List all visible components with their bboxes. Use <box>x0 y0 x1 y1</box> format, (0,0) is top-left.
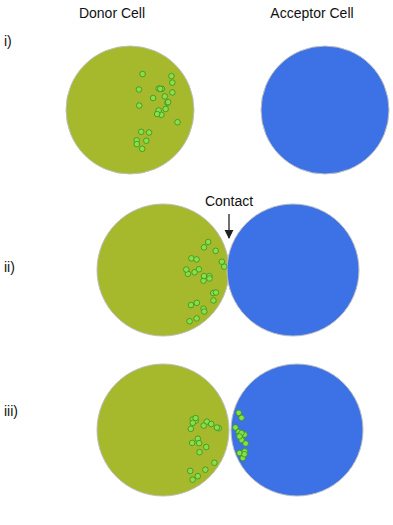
vesicle-dot <box>208 421 214 427</box>
vesicle-dot <box>157 86 163 92</box>
vesicle-dot <box>187 468 193 474</box>
vesicle-dot <box>144 138 150 144</box>
vesicle-dot <box>165 99 171 105</box>
vesicle-dot <box>201 423 207 429</box>
vesicle-dot <box>203 444 209 450</box>
vesicle-dot <box>165 100 171 106</box>
vesicle-dot <box>170 90 176 96</box>
vesicle-dot <box>138 129 144 135</box>
panel-number: ii) <box>4 260 15 275</box>
vesicle-dot <box>201 309 207 315</box>
column-heading: Acceptor Cell <box>270 6 353 21</box>
vesicle-dot <box>150 95 156 101</box>
vesicle-dot <box>175 119 181 125</box>
vesicle-dot <box>187 318 193 324</box>
vesicle-dot <box>195 473 201 479</box>
vesicle-dot <box>188 426 194 432</box>
vesicle-dot <box>194 316 200 322</box>
vesicle-dot <box>189 440 195 446</box>
vesicle-dot <box>213 248 219 254</box>
vesicle-dot <box>237 434 243 440</box>
donor-cell <box>97 204 229 336</box>
vesicle-dot <box>243 441 249 447</box>
vesicle-dot <box>134 141 140 147</box>
vesicle-dot <box>162 94 168 100</box>
vesicle-dot <box>189 256 195 262</box>
vesicle-dot <box>154 111 160 117</box>
vesicle-dot <box>136 103 142 109</box>
vesicle-dot <box>188 302 194 308</box>
vesicle-dot <box>242 451 248 457</box>
panel-number: i) <box>4 34 12 49</box>
vesicle-dot <box>214 425 220 431</box>
contact-arrow <box>228 214 229 238</box>
vesicle-dot <box>205 239 211 245</box>
vesicle-dot <box>190 477 196 483</box>
vesicle-dot <box>136 87 142 93</box>
vesicle-dot <box>207 276 213 282</box>
vesicle-dot <box>201 273 207 279</box>
contact-label: Contact <box>205 194 253 209</box>
donor-cell <box>97 364 229 496</box>
vesicle-dot <box>194 300 200 306</box>
vesicle-dot <box>212 460 218 466</box>
vesicle-dot <box>219 259 225 265</box>
vesicle-dot <box>169 73 175 79</box>
vesicle-dot <box>139 146 145 152</box>
vesicle-dot <box>190 420 196 426</box>
vesicle-dot <box>211 298 217 304</box>
vesicle-dot <box>197 449 203 455</box>
vesicle-dot <box>140 71 146 77</box>
panel-number: iii) <box>4 404 18 419</box>
vesicle-dot <box>201 245 207 251</box>
column-heading: Donor Cell <box>79 6 145 21</box>
vesicle-dot <box>239 415 245 421</box>
acceptor-cell <box>227 204 359 336</box>
acceptor-cell <box>231 364 363 496</box>
vesicle-dot <box>196 440 202 446</box>
acceptor-cell <box>261 46 389 174</box>
vesicle-dot <box>203 467 209 473</box>
vesicle-dot <box>183 267 189 273</box>
vesicle-dot <box>213 290 219 296</box>
vesicle-dot <box>194 257 200 263</box>
vesicle-dot <box>146 130 152 136</box>
vesicle-dot <box>192 269 198 275</box>
vesicle-dot <box>163 106 169 112</box>
vesicle-dot <box>170 80 176 86</box>
donor-cell <box>66 46 194 174</box>
